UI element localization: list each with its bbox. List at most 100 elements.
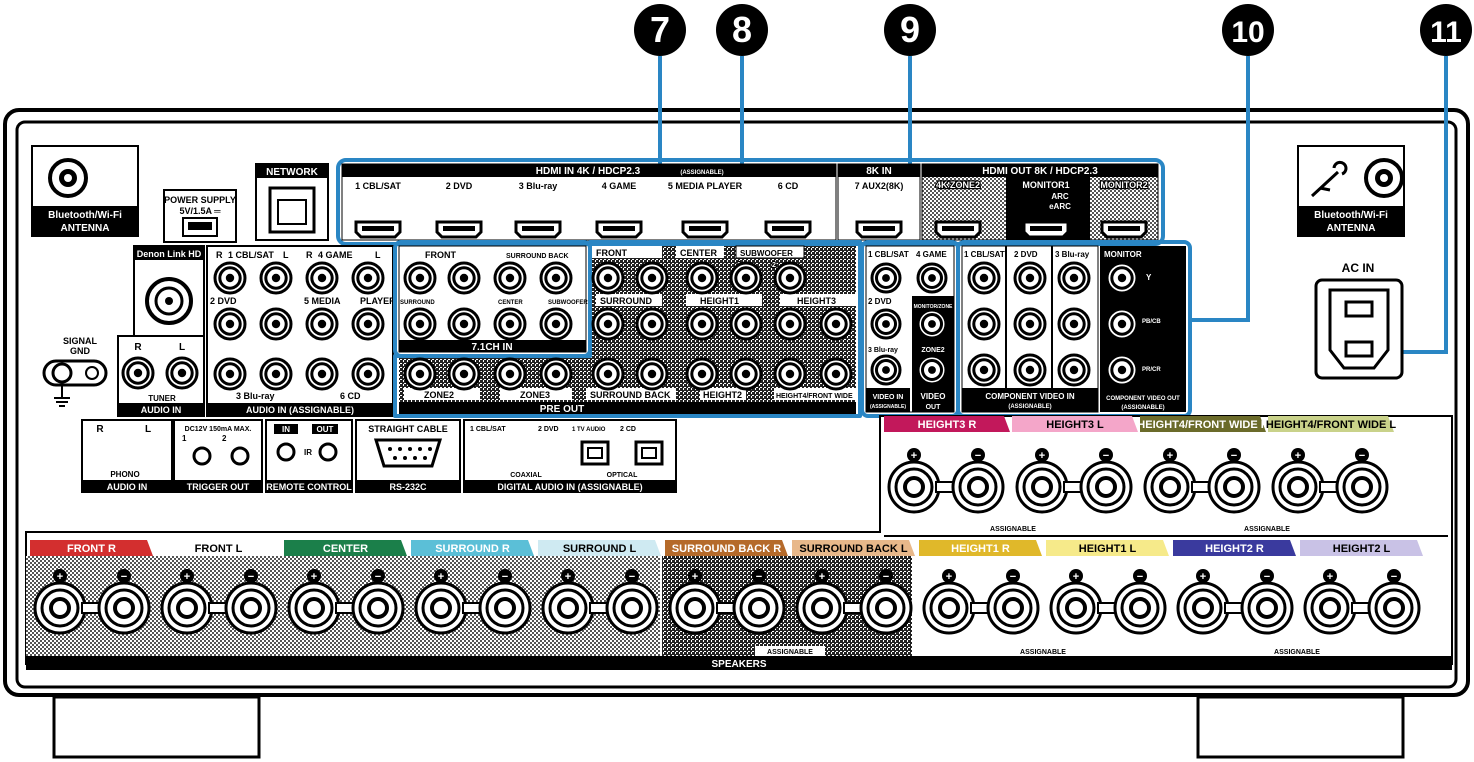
- rca-jack-icon[interactable]: [1105, 353, 1139, 387]
- signal-ground[interactable]: SIGNAL GND: [42, 336, 108, 407]
- speaker-post-icon[interactable]: −: [951, 448, 1005, 514]
- rca-jack-icon[interactable]: [773, 357, 807, 391]
- rca-jack-icon[interactable]: [1057, 307, 1091, 341]
- speaker-post-icon[interactable]: −: [1240, 569, 1294, 635]
- speaker-post-icon[interactable]: −: [986, 569, 1040, 635]
- rca-jack-icon[interactable]: [729, 261, 763, 295]
- rca-jack-icon[interactable]: [165, 356, 199, 390]
- hdmi-port-icon[interactable]: [595, 220, 643, 239]
- speaker-post-icon[interactable]: −: [1079, 448, 1133, 514]
- rca-jack-icon[interactable]: [213, 261, 247, 295]
- rca-jack-icon[interactable]: [305, 261, 339, 295]
- hdmi-port-icon[interactable]: [1022, 220, 1070, 239]
- rca-jack-icon[interactable]: [1105, 261, 1139, 295]
- rca-jack-icon[interactable]: [539, 307, 573, 341]
- antenna-right[interactable]: Bluetooth/Wi-Fi ANTENNA: [1297, 145, 1405, 237]
- rca-jack-icon[interactable]: [591, 261, 625, 295]
- rca-jack-icon[interactable]: [305, 307, 339, 341]
- rca-jack-icon[interactable]: [403, 261, 437, 295]
- rca-jack-icon[interactable]: [635, 307, 669, 341]
- rca-jack-icon[interactable]: [1057, 353, 1091, 387]
- rs232c-port[interactable]: STRAIGHT CABLE RS-232C: [355, 419, 461, 493]
- rca-jack-icon[interactable]: [305, 357, 339, 391]
- hdmi-port-icon[interactable]: [855, 220, 903, 239]
- rca-jack-icon[interactable]: [635, 261, 669, 295]
- remote-in-jack-icon[interactable]: [276, 442, 296, 462]
- rca-jack-icon[interactable]: [819, 307, 853, 341]
- speaker-post-icon[interactable]: −: [478, 569, 532, 635]
- rca-jack-icon[interactable]: [213, 357, 247, 391]
- rca-jack-icon[interactable]: [685, 307, 719, 341]
- speaker-post-icon[interactable]: +: [1271, 448, 1325, 514]
- rca-jack-icon[interactable]: [259, 261, 293, 295]
- rca-jack-icon[interactable]: [259, 357, 293, 391]
- rca-jack-icon[interactable]: [916, 262, 948, 294]
- rca-jack-icon[interactable]: [1013, 353, 1047, 387]
- speaker-post-icon[interactable]: −: [1367, 569, 1421, 635]
- usb-power-supply[interactable]: POWER SUPPLY 5V/1.5A ═: [163, 189, 237, 243]
- rca-jack-icon[interactable]: [819, 357, 853, 391]
- rca-jack-icon[interactable]: [967, 307, 1001, 341]
- rca-jack-icon[interactable]: [493, 261, 527, 295]
- speaker-post-icon[interactable]: +: [1049, 569, 1103, 635]
- rca-jack-icon[interactable]: [447, 357, 481, 391]
- rca-jack-icon[interactable]: [870, 354, 902, 386]
- trigger-2-jack-icon[interactable]: [230, 446, 250, 466]
- speaker-post-icon[interactable]: −: [605, 569, 659, 635]
- rca-jack-icon[interactable]: [729, 357, 763, 391]
- rca-jack-icon[interactable]: [1013, 261, 1047, 295]
- rca-jack-icon[interactable]: [870, 308, 902, 340]
- rca-jack-icon[interactable]: [916, 308, 948, 340]
- rca-jack-icon[interactable]: [773, 307, 807, 341]
- speaker-post-icon[interactable]: −: [732, 569, 786, 635]
- speaker-post-icon[interactable]: +: [1143, 448, 1197, 514]
- rca-jack-icon[interactable]: [967, 353, 1001, 387]
- rca-jack-icon[interactable]: [493, 357, 527, 391]
- network-port[interactable]: NETWORK: [255, 163, 329, 241]
- speaker-post-icon[interactable]: +: [287, 569, 341, 635]
- rca-jack-icon[interactable]: [351, 261, 385, 295]
- denon-link-hd[interactable]: Denon Link HD: [133, 245, 205, 343]
- hdmi-port-icon[interactable]: [354, 220, 402, 239]
- rca-jack-icon[interactable]: [403, 357, 437, 391]
- rca-jack-icon[interactable]: [967, 261, 1001, 295]
- remote-out-jack-icon[interactable]: [318, 442, 338, 462]
- speaker-post-icon[interactable]: +: [33, 569, 87, 635]
- rca-jack-icon[interactable]: [493, 307, 527, 341]
- hdmi-port-icon[interactable]: [934, 220, 982, 239]
- speaker-post-icon[interactable]: +: [1015, 448, 1069, 514]
- rca-jack-icon[interactable]: [539, 357, 573, 391]
- rca-jack-icon[interactable]: [773, 261, 807, 295]
- rca-jack-icon[interactable]: [729, 307, 763, 341]
- rca-jack-icon[interactable]: [685, 261, 719, 295]
- speaker-post-icon[interactable]: −: [1113, 569, 1167, 635]
- rca-jack-icon[interactable]: [591, 307, 625, 341]
- rca-jack-icon[interactable]: [213, 307, 247, 341]
- speaker-post-icon[interactable]: −: [1335, 448, 1389, 514]
- antenna-left[interactable]: Bluetooth/Wi-Fi ANTENNA: [31, 145, 139, 237]
- hdmi-port-icon[interactable]: [681, 220, 729, 239]
- speaker-post-icon[interactable]: +: [668, 569, 722, 635]
- trigger-1-jack-icon[interactable]: [192, 446, 212, 466]
- rca-jack-icon[interactable]: [685, 357, 719, 391]
- speaker-post-icon[interactable]: +: [887, 448, 941, 514]
- speaker-post-icon[interactable]: −: [351, 569, 405, 635]
- speaker-post-icon[interactable]: −: [97, 569, 151, 635]
- hdmi-port-icon[interactable]: [514, 220, 562, 239]
- rca-jack-icon[interactable]: [870, 262, 902, 294]
- rca-jack-icon[interactable]: [403, 307, 437, 341]
- rca-jack-icon[interactable]: [447, 307, 481, 341]
- rca-jack-icon[interactable]: [1013, 307, 1047, 341]
- rca-jack-icon[interactable]: [591, 357, 625, 391]
- rca-jack-icon[interactable]: [351, 357, 385, 391]
- rca-jack-icon[interactable]: [259, 307, 293, 341]
- rca-jack-icon[interactable]: [1057, 261, 1091, 295]
- hdmi-port-icon[interactable]: [764, 220, 812, 239]
- ac-inlet[interactable]: AC IN: [1314, 261, 1404, 380]
- speaker-post-icon[interactable]: −: [859, 569, 913, 635]
- rca-jack-icon[interactable]: [635, 357, 669, 391]
- hdmi-port-icon[interactable]: [435, 220, 483, 239]
- speaker-post-icon[interactable]: +: [414, 569, 468, 635]
- rca-jack-icon[interactable]: [539, 261, 573, 295]
- rca-jack-icon[interactable]: [916, 354, 948, 386]
